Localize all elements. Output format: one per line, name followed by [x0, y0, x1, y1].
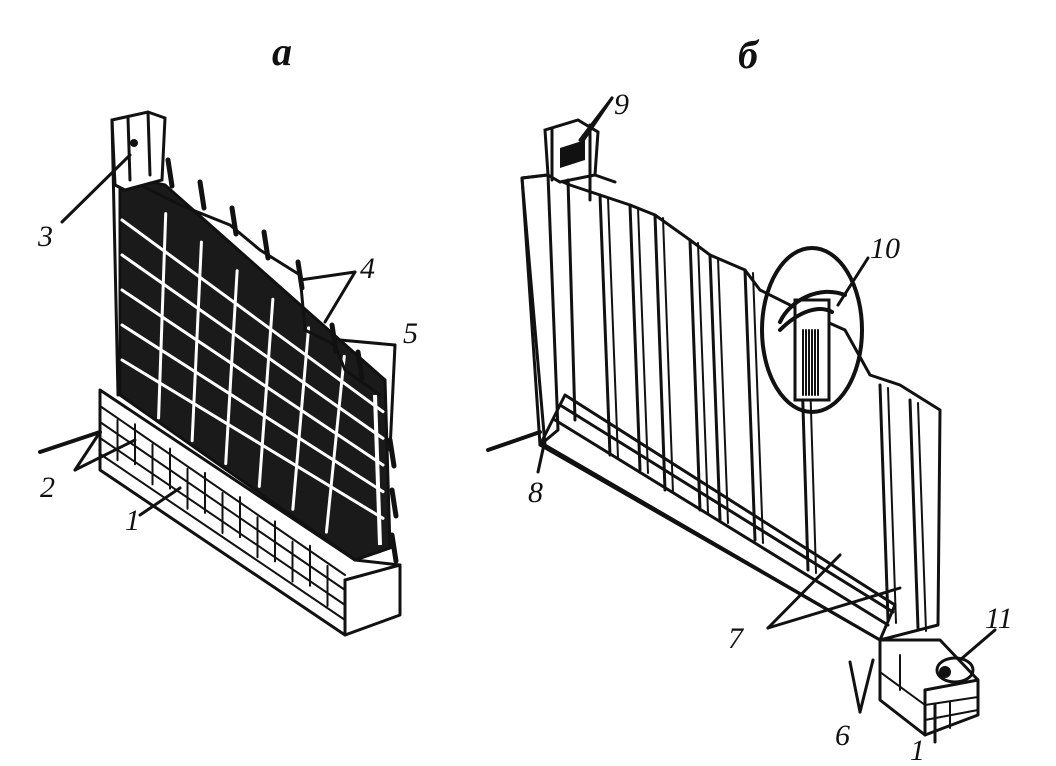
label-7-b: 7 — [728, 622, 745, 655]
label-8-b: 8 — [528, 476, 543, 509]
label-1-a: 1 — [125, 504, 140, 537]
label-1-b: 1 — [910, 734, 925, 766]
label-9-b: 9 — [614, 88, 629, 121]
leaders-b — [486, 96, 997, 744]
brick-courses-a — [99, 399, 346, 621]
rod — [197, 179, 207, 211]
rib-line — [708, 253, 722, 522]
leaders-a — [38, 153, 397, 517]
rib-line — [697, 242, 709, 514]
formwork-panel-b — [520, 173, 942, 642]
rib-line — [878, 383, 890, 622]
corner-post-a — [110, 110, 167, 397]
label-2-a: 2 — [40, 471, 55, 504]
wall-vertical-joint — [291, 326, 311, 511]
wall-horizontal-joint — [120, 323, 385, 494]
vertical-ribs-b — [598, 193, 927, 632]
rib-line — [598, 193, 612, 457]
rib-line — [917, 402, 927, 632]
detail-callout-b — [760, 246, 864, 414]
wall-horizontal-joint — [120, 253, 385, 440]
wall-horizontal-joint — [120, 358, 385, 520]
rib-line — [743, 268, 757, 542]
panel-a-title: а — [272, 29, 292, 74]
brick-base-a — [98, 388, 402, 637]
rib-line — [752, 272, 764, 544]
wall-vertical-joint — [324, 354, 346, 534]
rib-line — [628, 203, 642, 472]
rod — [389, 487, 399, 519]
left-post-b — [520, 173, 577, 447]
label-10-b: 10 — [870, 232, 900, 265]
detail-hatching-b — [802, 329, 819, 396]
block-wall-a — [118, 173, 392, 562]
rib-line — [607, 197, 619, 459]
label-6-b: 6 — [835, 719, 850, 752]
panel-b: б 9 10 8 7 6 1 11 — [486, 32, 1013, 766]
rib-line — [717, 257, 729, 524]
brick-course-line — [99, 405, 346, 576]
rod — [229, 205, 239, 237]
label-3-a: 3 — [37, 220, 53, 253]
rib-line — [637, 207, 649, 474]
panel-b-title: б — [738, 32, 760, 77]
label-5-a: 5 — [403, 317, 418, 350]
rod — [389, 532, 399, 564]
rod — [329, 322, 339, 354]
bottom-beam-b — [538, 393, 897, 642]
rod — [261, 229, 271, 261]
rod — [295, 259, 305, 291]
rod — [165, 157, 175, 189]
brick-base-b — [878, 638, 980, 737]
rib-line — [662, 217, 674, 494]
brick-course-line — [99, 453, 346, 621]
rib-line — [908, 398, 920, 630]
wall-horizontal-joint — [120, 218, 385, 414]
label-11-b: 11 — [985, 602, 1013, 635]
wall-horizontal-joint — [120, 288, 385, 467]
rib-line — [653, 213, 667, 492]
rib-line — [887, 387, 897, 624]
rib-line — [688, 238, 702, 512]
wall-joints-a — [120, 212, 385, 534]
rod — [355, 349, 365, 381]
panel-a: а 3 4 5 2 1 — [37, 29, 418, 637]
label-4-a: 4 — [360, 252, 375, 285]
